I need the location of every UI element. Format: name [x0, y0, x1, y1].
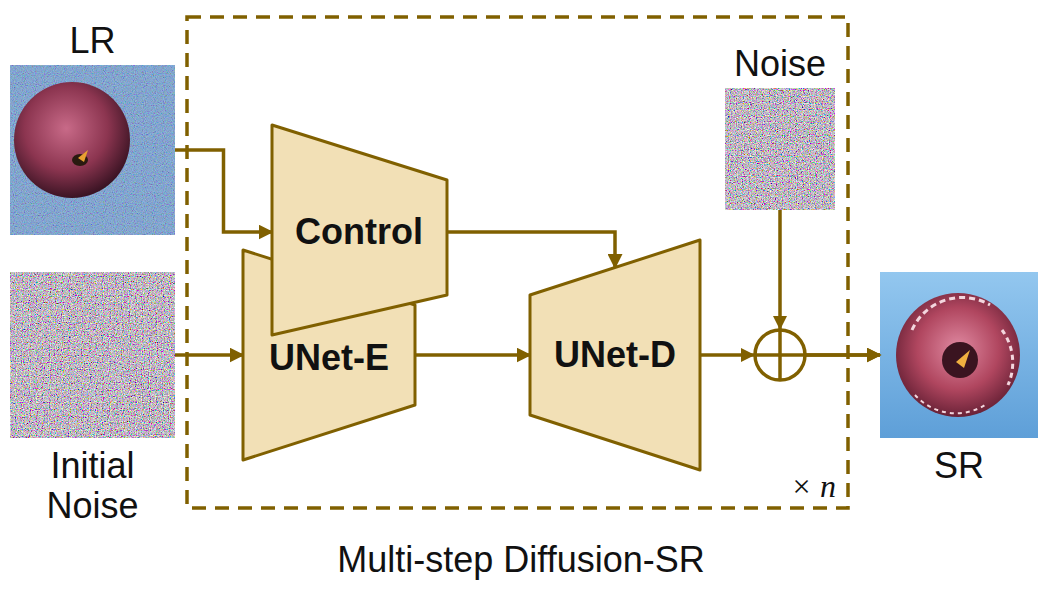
sr-sky [880, 272, 1038, 438]
sr-balloon-lettering [915, 395, 985, 413]
arrow-head [741, 348, 755, 362]
lr-noise-texture [10, 65, 175, 235]
sr-balloon [896, 293, 1020, 417]
block-label: Control [295, 212, 423, 252]
loop-box: × n ControlUNet-E UNet-D Noise [185, 15, 850, 510]
text-slot: LR [10, 21, 175, 61]
dashed-rect [187, 17, 848, 508]
trapezoid-shape [243, 250, 415, 460]
sr-flame [956, 350, 970, 368]
image-frame: Initial Noise [10, 272, 175, 438]
text-slot: × n [790, 469, 836, 504]
text-slot: Noise [725, 44, 835, 84]
lr-flame [78, 150, 88, 162]
sum-symbol [755, 330, 805, 380]
image-label: Initial Noise [10, 446, 175, 525]
flow-arrow [175, 353, 243, 357]
flow-arrow [415, 353, 530, 357]
sum-symbol-bar [778, 330, 782, 380]
text-slot: UNet-D [554, 335, 676, 375]
decoder-block: UNet-D [530, 240, 700, 470]
initial-noise-image [10, 272, 175, 438]
trapezoid-shape [272, 125, 447, 335]
image-frame: LR [10, 65, 175, 235]
flow-arrow [175, 150, 272, 232]
image-frame: SR [880, 272, 1038, 438]
text-slot: UNet-E [269, 338, 389, 378]
text-slot: Initial Noise [10, 446, 175, 525]
figure-caption: Multi-step Diffusion-SR [0, 540, 1042, 580]
lr-balloon [14, 82, 130, 198]
repeat-count: × n [790, 469, 836, 504]
sr-balloon-lettering [1002, 330, 1013, 385]
encoder-block: Control [272, 125, 447, 335]
text-slot: SR [880, 446, 1038, 486]
sr-balloon-lettering [912, 297, 990, 330]
text-slot: Control [295, 212, 423, 252]
image-label: Noise [725, 44, 835, 84]
lr-sky [10, 65, 175, 235]
image-label: LR [10, 21, 175, 61]
image-label: SR [880, 446, 1038, 486]
trapezoid-shape [530, 240, 700, 470]
step-noise-image [725, 88, 835, 210]
arrow-head [773, 316, 787, 330]
sr-image [880, 272, 1038, 438]
lr-image [10, 65, 175, 235]
caption-text: Multi-step Diffusion-SR [0, 540, 1042, 580]
block-label: UNet-D [554, 335, 676, 375]
sr-balloon-mouth [942, 342, 978, 378]
flow-arrow [447, 232, 615, 268]
block-label: UNet-E [269, 338, 389, 378]
image-frame: Noise [725, 88, 835, 210]
